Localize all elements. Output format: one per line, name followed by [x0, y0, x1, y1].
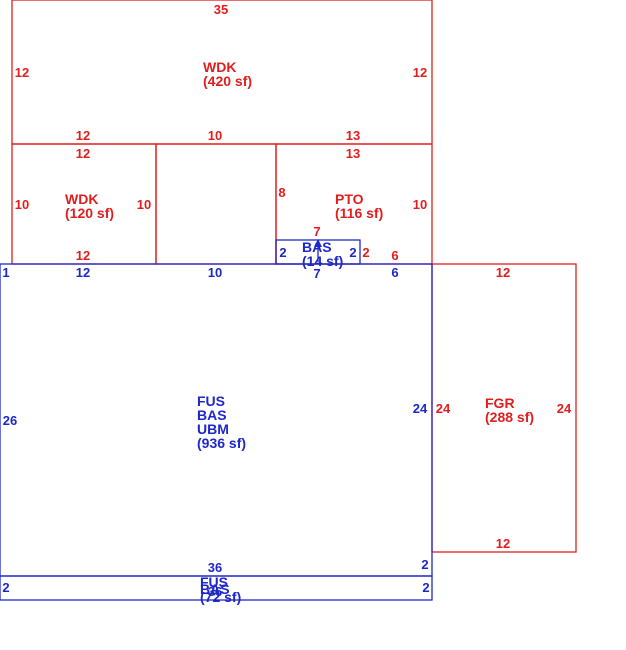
- fus-bottom-line2: BAS: [200, 581, 230, 597]
- pto-name: PTO: [335, 191, 364, 207]
- dim-wdk-top-top: 35: [214, 2, 228, 17]
- dim-pto-bottom: 6: [391, 248, 398, 263]
- blue-area-labels: BAS (14 sf) FUS BAS UBM (936 sf) FUS BAS…: [197, 239, 343, 605]
- dim-main-bottom: 36: [208, 560, 222, 575]
- middle-bay-outline: [155, 143, 277, 265]
- red-structures: [11, 0, 577, 553]
- bas-arrow-head: [314, 239, 322, 247]
- dim-wdk-top-b3: 13: [346, 128, 360, 143]
- dim-main-br: 2: [421, 557, 428, 572]
- dim-pto-right: 10: [413, 197, 427, 212]
- dim-pto-inner: 7: [313, 224, 320, 239]
- main-line1: FUS: [197, 393, 225, 409]
- dim-fgr-bottom: 12: [496, 536, 510, 551]
- dim-pto-left: 8: [278, 185, 285, 200]
- dim-wdk-left-left: 10: [15, 197, 29, 212]
- dim-fgr-top: 12: [496, 265, 510, 280]
- dim-pto-corner: 2: [362, 245, 369, 260]
- dim-wdk-top-b1: 12: [76, 128, 90, 143]
- dim-fb-left: 2: [2, 580, 9, 595]
- dim-fgr-right: 24: [557, 401, 572, 416]
- dim-main-t3: 6: [391, 265, 398, 280]
- dim-fgr-left: 24: [436, 401, 451, 416]
- dim-wdk-top-left: 12: [15, 65, 29, 80]
- fus-bottom-area: (72 sf): [200, 589, 241, 605]
- fus-bottom-outline: [0, 575, 433, 601]
- dim-bas-bottom: 7: [313, 266, 320, 281]
- dim-fb-bottom: 36: [208, 584, 222, 599]
- dim-wdk-left-right: 10: [137, 197, 151, 212]
- wdk-top-area: (420 sf): [203, 73, 252, 89]
- bas-small-name: BAS: [302, 239, 332, 255]
- red-area-labels: WDK (420 sf) WDK (120 sf) PTO (116 sf) F…: [65, 59, 534, 425]
- main-line3: UBM: [197, 421, 229, 437]
- dim-main-tl: 1: [2, 265, 9, 280]
- blue-structures: [0, 239, 433, 601]
- dim-wdk-top-right: 12: [413, 65, 427, 80]
- dim-main-left: 26: [3, 413, 17, 428]
- main-area: (936 sf): [197, 435, 246, 451]
- dim-fb-right: 2: [422, 580, 429, 595]
- fgr-area: (288 sf): [485, 409, 534, 425]
- dim-bas-left: 2: [279, 245, 286, 260]
- bas-small-area: (14 sf): [302, 253, 343, 269]
- fgr-name: FGR: [485, 395, 515, 411]
- dim-bas-right: 2: [349, 245, 356, 260]
- dim-wdk-left-top: 12: [76, 146, 90, 161]
- dim-main-t1: 12: [76, 265, 90, 280]
- dim-main-right: 24: [413, 401, 428, 416]
- dim-wdk-left-bottom: 12: [76, 248, 90, 263]
- dim-wdk-top-b2: 10: [208, 128, 222, 143]
- main-line2: BAS: [197, 407, 227, 423]
- dim-main-t2: 10: [208, 265, 222, 280]
- red-dimensions: 35 12 12 12 10 13 12 10 10 12 13 8 10 7 …: [15, 2, 572, 551]
- blue-dimensions: 2 2 7 1 12 10 6 26 24 36 2 2 2 36: [2, 245, 429, 599]
- wdk-left-name: WDK: [65, 191, 98, 207]
- fus-bottom-line1: FUS: [200, 574, 228, 590]
- dim-pto-top: 13: [346, 146, 360, 161]
- wdk-top-name: WDK: [203, 59, 236, 75]
- pto-area: (116 sf): [335, 205, 383, 221]
- wdk-left-area: (120 sf): [65, 205, 114, 221]
